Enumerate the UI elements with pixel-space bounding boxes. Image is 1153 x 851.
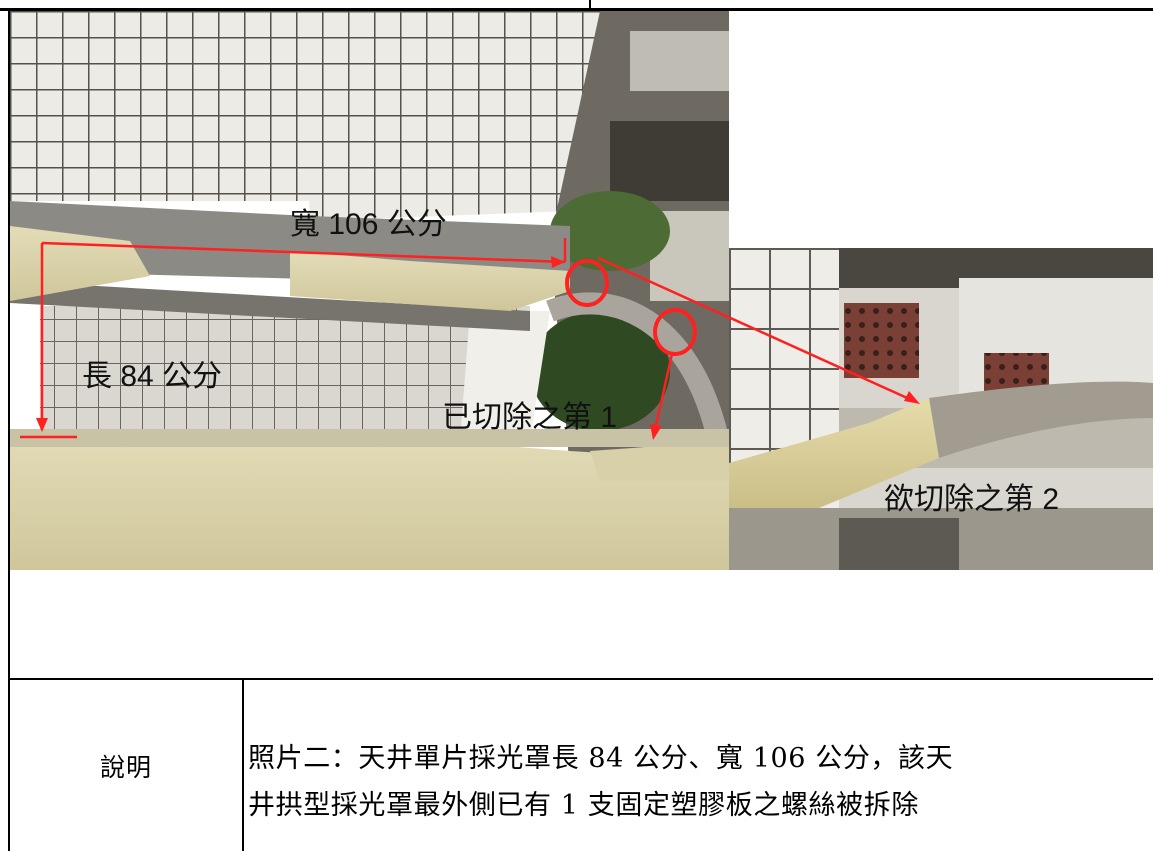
- table-row-divider: [8, 678, 1153, 680]
- cut-first-annotation: 已切除之第 1: [442, 401, 618, 434]
- caption-description: 照片二：天井單片採光罩長 84 公分、寬 106 公分，該天 井拱型採光罩最外側…: [248, 735, 1153, 829]
- table-column-divider: [242, 678, 244, 851]
- width-annotation: 寬 106 公分: [290, 208, 447, 241]
- skylight-photo-inset: [729, 248, 1153, 570]
- cut-second-annotation: 欲切除之第 2: [884, 483, 1060, 516]
- skylight-photo-left: [10, 11, 729, 570]
- table-header-divider: [589, 0, 591, 10]
- caption-description-line-2: 井拱型採光罩最外側已有 1 支固定塑膠板之螺絲被拆除: [248, 790, 919, 821]
- caption-description-line-1: 照片二：天井單片採光罩長 84 公分、寬 106 公分，該天: [248, 743, 954, 774]
- table-left-border: [8, 8, 10, 851]
- table-top-border: [0, 8, 1153, 11]
- length-annotation: 長 84 公分: [82, 360, 223, 393]
- caption-label: 說明: [99, 752, 152, 782]
